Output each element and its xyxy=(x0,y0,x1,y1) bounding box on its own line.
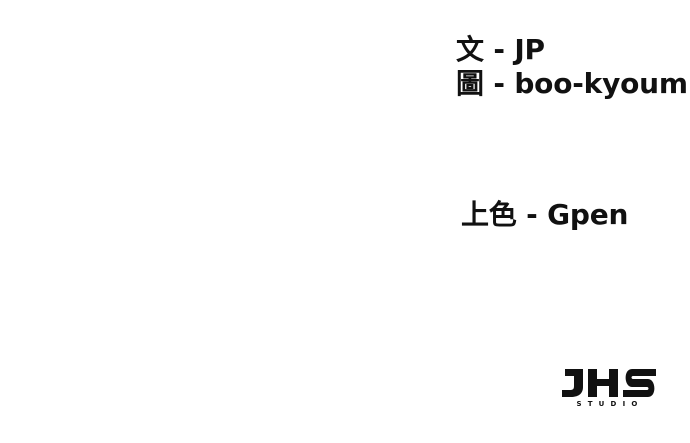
credits-block: 文 - JP 圖 - boo-kyoum 上色 - Gpen xyxy=(456,32,688,231)
artist-credit: 圖 - boo-kyoum xyxy=(456,67,688,100)
svg-text:STUDIO: STUDIO xyxy=(576,400,643,408)
color-credit: 上色 - Gpen xyxy=(461,198,629,231)
logo-mark: STUDIO xyxy=(562,369,656,408)
writer-credit: 文 - JP xyxy=(456,33,545,66)
jhs-studio-logo: STUDIO xyxy=(560,366,660,408)
